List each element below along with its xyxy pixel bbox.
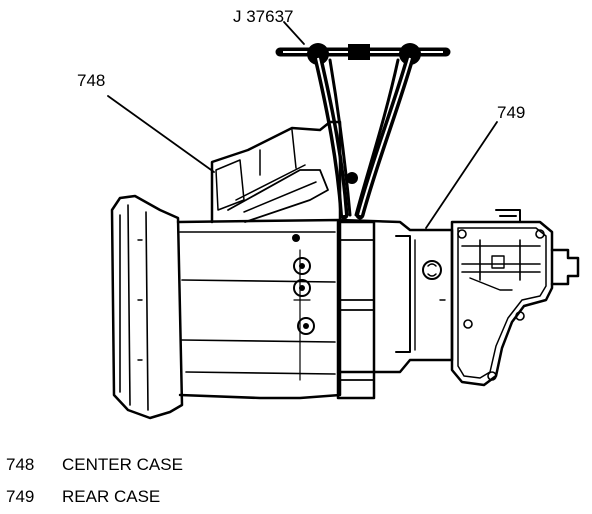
callout-749: 749: [497, 103, 525, 122]
rear-case-body: [336, 218, 454, 400]
callout-748: 748: [77, 71, 105, 90]
leader-line-749: [425, 121, 498, 229]
leader-line-748: [107, 95, 215, 173]
legend-item-center-case: 748 CENTER CASE: [6, 455, 183, 475]
legend-number: 748: [6, 455, 35, 474]
rear-cover-plate: [450, 209, 580, 387]
legend-text: CENTER CASE: [62, 455, 183, 474]
leader-line-tool: [283, 21, 305, 45]
legend-item-rear-case: 749 REAR CASE: [6, 487, 160, 507]
legend-number: 749: [6, 487, 35, 506]
front-case: [110, 194, 184, 420]
tool-label: J 37637: [233, 7, 294, 26]
center-case-body: [176, 120, 342, 400]
puller-tool-j37637: [275, 43, 451, 220]
legend-text: REAR CASE: [62, 487, 161, 506]
